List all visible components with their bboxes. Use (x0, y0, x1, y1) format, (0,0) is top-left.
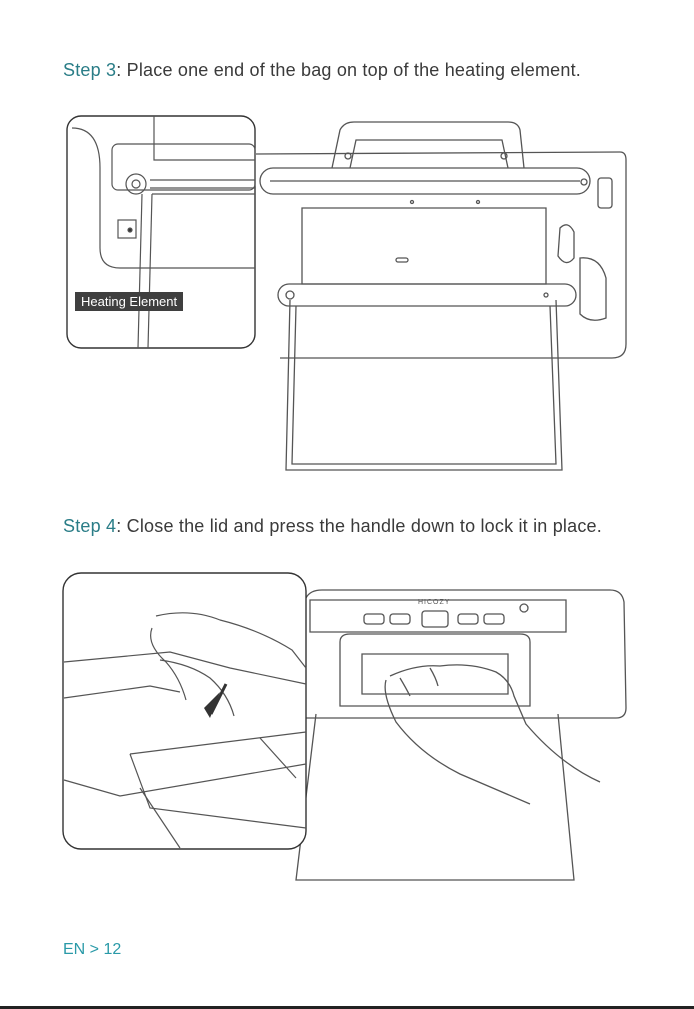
close-lid-illustration: HICOZY (60, 568, 640, 888)
step-4-label: Step 4 (63, 516, 116, 536)
step-3-label: Step 3 (63, 60, 116, 80)
step-4-text: : Close the lid and press the handle dow… (116, 516, 602, 536)
step-4-instruction: Step 4: Close the lid and press the hand… (63, 516, 602, 537)
brand-logo-text: HICOZY (418, 599, 450, 606)
step-3-instruction: Step 3: Place one end of the bag on top … (63, 60, 581, 81)
step-3-text: : Place one end of the bag on top of the… (116, 60, 581, 80)
page-number: EN > 12 (63, 941, 121, 959)
heating-element-callout: Heating Element (75, 292, 183, 311)
